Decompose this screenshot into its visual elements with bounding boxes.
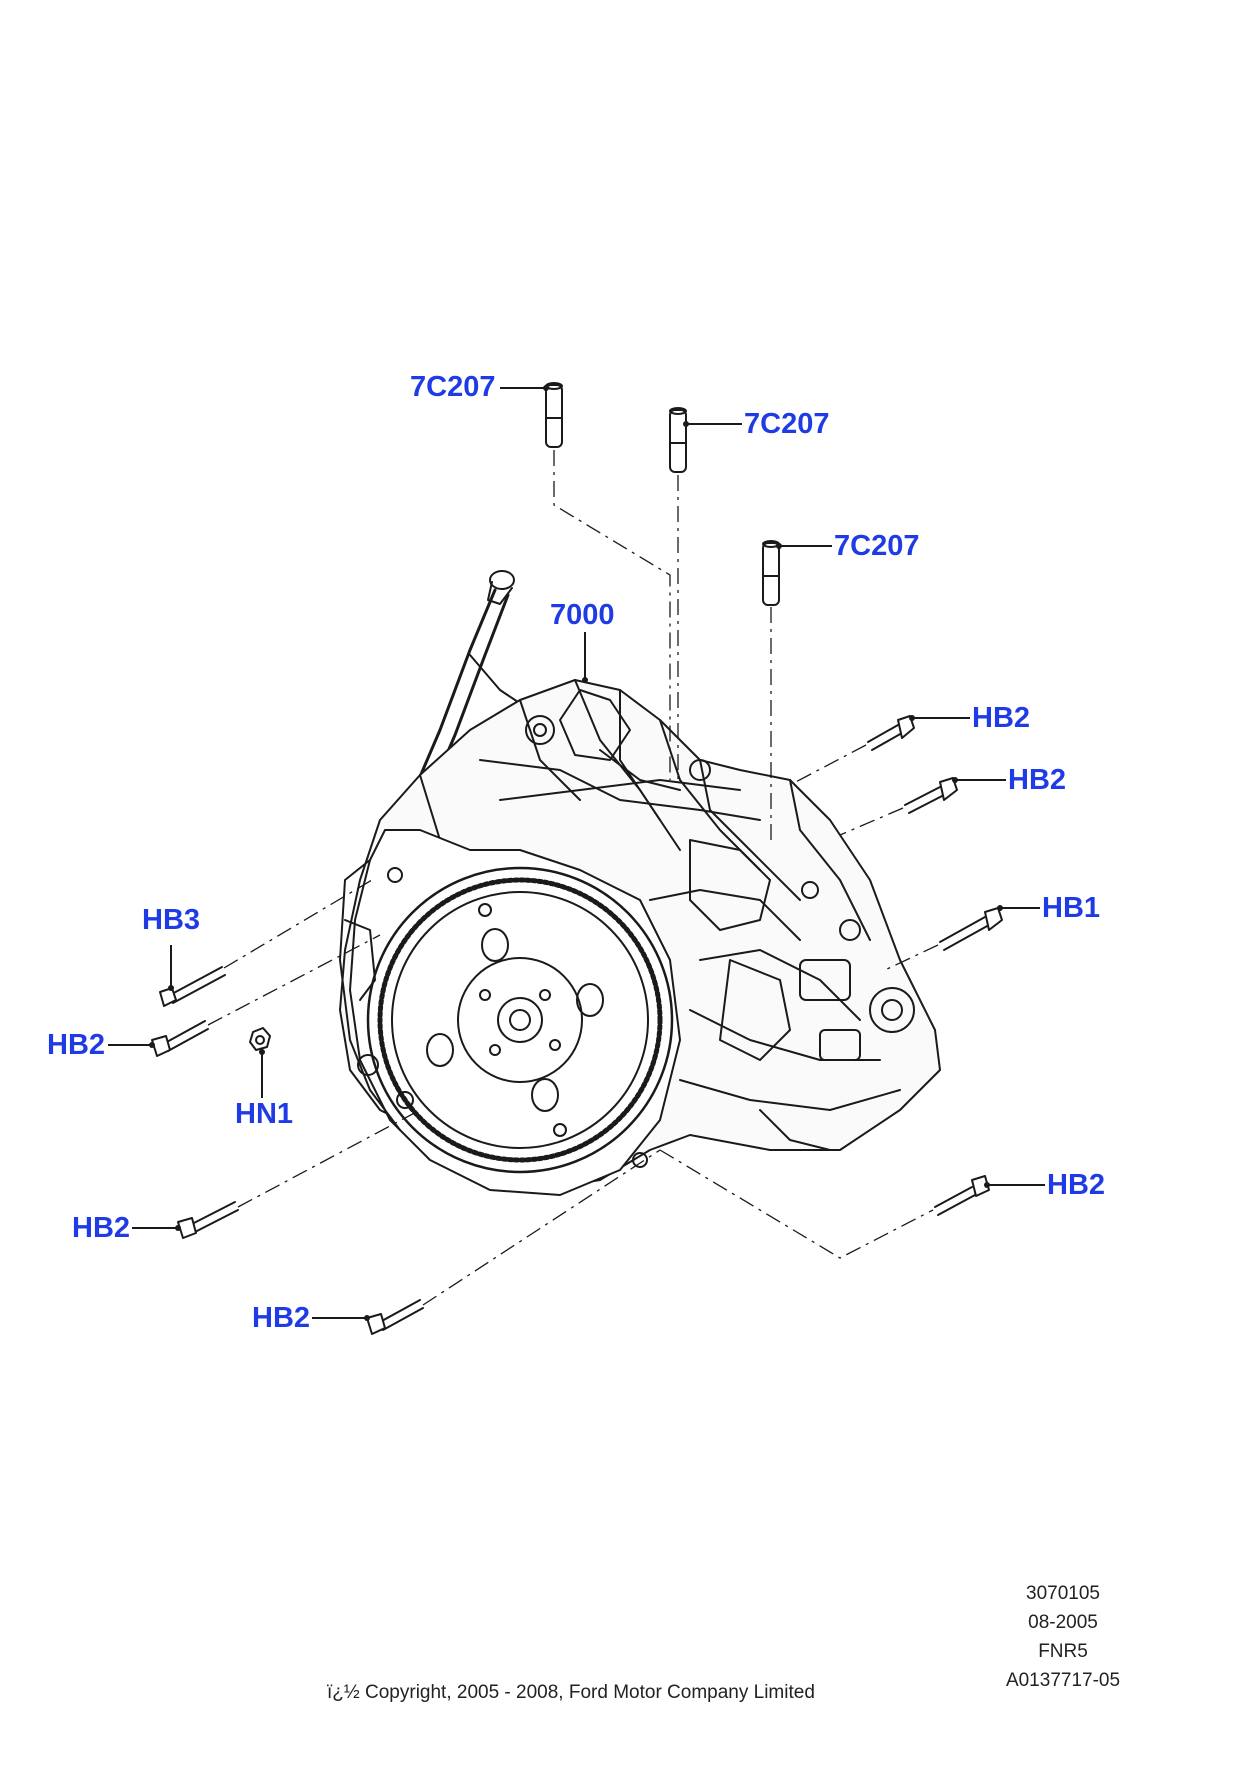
assembly-lines [207,450,939,1306]
callout-hb2-lower-left: HB2 [72,1212,131,1244]
pin-7c207-b [669,407,687,473]
illustration-id: A0137717-05 [1005,1670,1121,1691]
leader-dots [149,385,1003,1321]
pin-7c207-a [545,382,563,448]
drawing-code: 3070105 [1026,1583,1100,1604]
callout-hb2-upper: HB2 [1008,764,1067,796]
drive-plate [366,866,674,1174]
bolt-hb2-lower-left [177,1201,239,1239]
bolt-hb3 [159,966,226,1007]
callout-hb2-left: HB2 [47,1029,106,1061]
callout-hb2-bottom: HB2 [252,1302,311,1334]
callout-7c207-b: 7C207 [744,408,830,440]
callout-hb2-right: HB2 [1047,1169,1106,1201]
drawing-ref: FNR5 [1038,1641,1088,1662]
bolt-hb2-right [934,1175,990,1216]
callout-7c207-a: 7C207 [410,371,496,403]
bolt-hb2-top [867,715,915,751]
bolt-hb2-left [151,1020,209,1057]
bolt-hb2-upper [904,777,958,814]
callout-7c207-c: 7C207 [834,530,920,562]
callout-hb3: HB3 [142,904,201,936]
bolt-hb1 [939,907,1003,951]
callout-hb1: HB1 [1042,892,1101,924]
callout-hn1: HN1 [235,1098,294,1130]
pin-7c207-c [762,540,780,606]
drawing-date: 08-2005 [1028,1612,1098,1633]
bolt-hb2-bottom [366,1299,424,1335]
bell-housing [339,829,681,1196]
callout-hb2-top: HB2 [972,702,1031,734]
copyright-notice: ï¿½ Copyright, 2005 - 2008, Ford Motor C… [327,1682,815,1703]
leader-lines [108,387,1045,1319]
nut-hn1 [249,1027,271,1051]
callout-7000: 7000 [550,599,615,631]
